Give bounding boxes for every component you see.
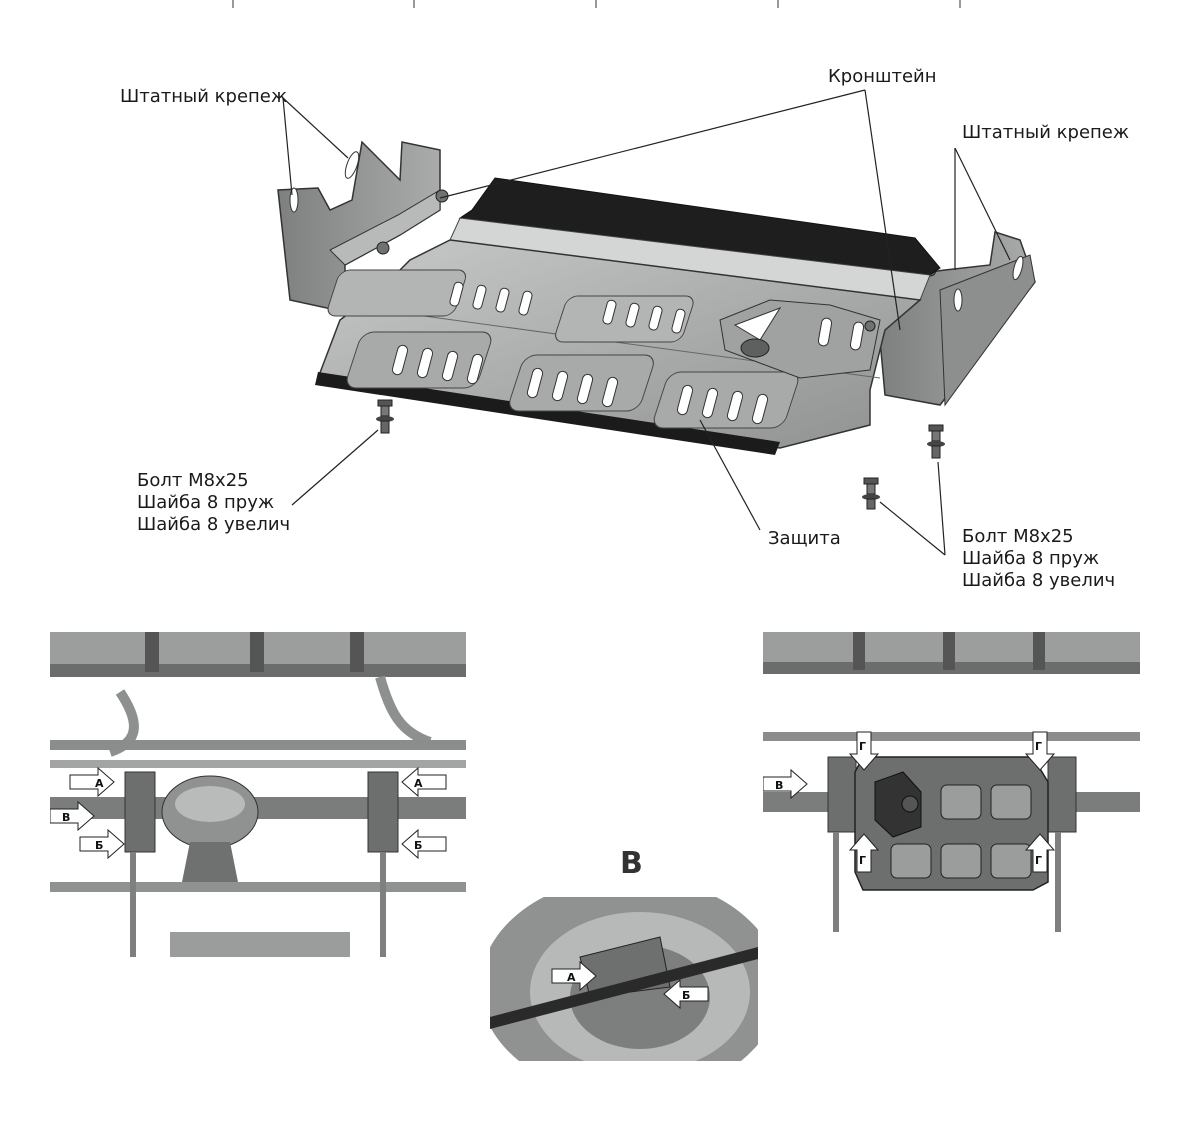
arrow-marker-a-right: А [401,766,447,798]
svg-text:Г: Г [859,740,866,753]
vent-group-upper [327,269,694,343]
label-bolt-right-line3: Шайба 8 увелич [962,570,1116,591]
photo-axle-after: Г Г В Г Г [763,632,1140,932]
arrow-marker-g-top-left: Г [848,731,880,771]
photo-detail-view-v: А Б [490,897,758,1061]
label-bolt-right-line1: Болт М8х25 [962,526,1074,547]
label-bracket: Кронштейн [828,66,937,87]
bolt-right-upper [927,424,945,459]
arrow-marker-b-right: Б [401,828,447,860]
label-bolt-left-line3: Шайба 8 увелич [137,514,291,535]
arrow-marker-g-top-right: Г [1024,731,1056,771]
svg-text:В: В [775,779,783,792]
bolt-left [376,399,394,434]
arrow-marker-v-left: В [50,800,95,832]
arrow-marker-b-left: Б [79,828,125,860]
photo-axle-before: А В Б А Б [50,632,466,957]
view-letter-v: В [620,846,643,881]
svg-text:Г: Г [1035,740,1042,753]
svg-text:Г: Г [859,854,866,867]
svg-text:А: А [414,777,423,790]
label-bolt-left-group: Болт М8х25 Шайба 8 пруж Шайба 8 увелич [137,470,290,536]
label-bolt-left-line2: Шайба 8 пруж [137,492,275,513]
svg-text:В: В [62,811,70,824]
skid-plate-assembly-drawing [277,89,1036,556]
label-std-fastener-left: Штатный крепеж [120,86,288,107]
label-protection: Защита [768,528,841,549]
arrow-marker-a-left: А [69,766,115,798]
svg-text:А: А [95,777,104,790]
arrow-marker-g-bottom-left: Г [848,833,880,873]
label-bolt-right-group: Болт М8х25 Шайба 8 пруж Шайба 8 увелич [962,526,1115,592]
svg-text:Г: Г [1035,854,1042,867]
svg-text:А: А [567,971,576,984]
svg-text:Б: Б [414,839,422,852]
skid-plate [315,177,941,455]
installed-skid-plate [854,756,1049,891]
label-bolt-left-line1: Болт М8х25 [137,470,249,491]
arrow-marker-b-center: Б [663,978,709,1010]
bolt-right-lower [862,477,880,510]
top-edge-ticks [232,0,961,8]
right-bracket [879,231,1036,407]
arrow-marker-a-center: А [551,960,597,992]
svg-text:Б: Б [95,839,103,852]
leader-lines [282,89,1011,556]
label-std-fastener-right: Штатный крепеж [962,122,1130,143]
arrow-marker-v-right: В [763,768,808,800]
arrow-marker-g-bottom-right: Г [1024,833,1056,873]
svg-text:Б: Б [682,989,690,1002]
label-bolt-right-line2: Шайба 8 пруж [962,548,1100,569]
